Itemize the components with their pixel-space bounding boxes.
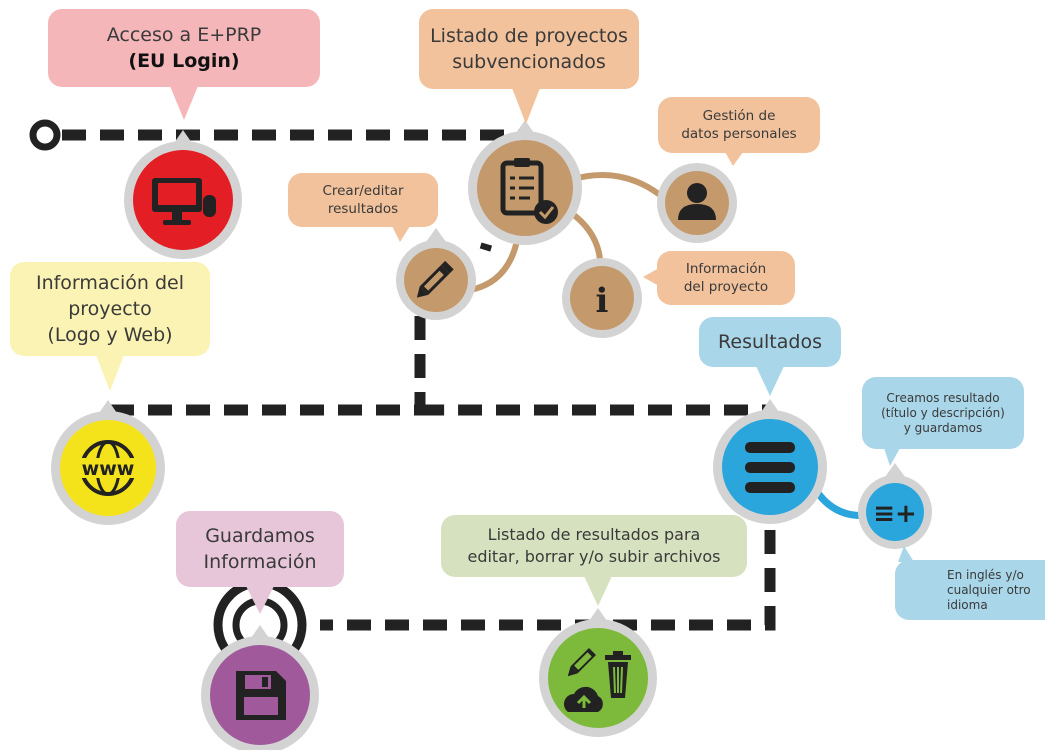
callout-text: En inglés y/o bbox=[947, 567, 1024, 582]
callout-text: Información bbox=[203, 551, 317, 573]
callout-text: Guardamos bbox=[205, 525, 315, 547]
callout-text: (título y descripción) bbox=[881, 405, 1005, 420]
project-info-node[interactable]: i bbox=[562, 258, 642, 338]
pencil-icon bbox=[416, 260, 454, 298]
add-list-icon: ≡+ bbox=[873, 499, 917, 529]
callout-text: proyecto bbox=[68, 298, 152, 320]
callout-gestion: Gestión de datos personales bbox=[658, 97, 820, 153]
callout-text: Resultados bbox=[718, 331, 822, 353]
callout-text: subvencionados bbox=[452, 51, 606, 73]
callout-text: resultados bbox=[327, 201, 399, 217]
callout-tail bbox=[756, 366, 784, 396]
callout-text: Acceso a E+PRP bbox=[106, 24, 262, 46]
callout-text: (EU Login) bbox=[128, 50, 240, 72]
callout-text: Listado de proyectos bbox=[430, 25, 628, 47]
callout-tail bbox=[170, 86, 198, 120]
callout-info-proyecto-small: Información del proyecto bbox=[657, 251, 795, 305]
computer-node[interactable] bbox=[124, 130, 242, 259]
callout-creamos: Creamos resultado (título y descripción)… bbox=[862, 377, 1024, 449]
callout-text: Gestión de bbox=[702, 108, 776, 124]
callout-tail bbox=[96, 355, 124, 391]
save-node[interactable] bbox=[201, 625, 319, 750]
callout-idiomas: En inglés y/o cualquier otro idioma bbox=[895, 560, 1045, 620]
callout-text: y guardamos bbox=[903, 420, 983, 435]
manage-results-node[interactable] bbox=[539, 608, 657, 737]
cloud-upload-icon bbox=[563, 686, 603, 712]
callout-tail bbox=[512, 88, 540, 124]
start-point-icon bbox=[29, 119, 61, 151]
menu-lines-icon bbox=[745, 442, 795, 493]
callout-crear-editar: Crear/editar resultados bbox=[288, 173, 438, 227]
callout-text: Información del bbox=[35, 272, 185, 294]
callout-text: datos personales bbox=[681, 126, 797, 142]
info-icon: i bbox=[596, 281, 609, 321]
trash-icon bbox=[605, 651, 631, 698]
desktop-computer-icon bbox=[152, 178, 216, 225]
clipboard-check-icon bbox=[500, 158, 558, 224]
callout-listado-proyectos: Listado de proyectos subvencionados bbox=[419, 9, 639, 89]
callout-resultados: Resultados bbox=[699, 317, 841, 367]
project-list-node[interactable] bbox=[468, 120, 582, 245]
callout-text: idioma bbox=[947, 597, 988, 612]
svg-text:www: www bbox=[82, 458, 135, 480]
callout-tail bbox=[643, 268, 659, 286]
pencil-icon bbox=[567, 647, 597, 677]
callout-listado-resultados: Listado de resultados para editar, borra… bbox=[441, 515, 747, 577]
personal-data-node[interactable] bbox=[657, 163, 737, 243]
callout-tail bbox=[246, 586, 274, 614]
callout-info-proyecto: Información del proyecto (Logo y Web) bbox=[10, 262, 210, 356]
callout-text: Información bbox=[685, 261, 767, 277]
floppy-disk-icon bbox=[236, 671, 286, 720]
callout-acceso: Acceso a E+PRP (EU Login) bbox=[48, 9, 320, 87]
callout-text: cualquier otro bbox=[947, 582, 1031, 597]
callout-text: Creamos resultado bbox=[886, 390, 1000, 405]
create-result-node[interactable]: ≡+ bbox=[858, 463, 932, 549]
globe-www-icon: www bbox=[78, 440, 138, 496]
callout-text: editar, borrar y/o subir archivos bbox=[467, 547, 721, 566]
callout-tail bbox=[898, 546, 914, 562]
callout-tail bbox=[392, 226, 410, 242]
callout-tail bbox=[725, 152, 743, 166]
callout-guardamos: Guardamos Información bbox=[176, 511, 344, 587]
user-icon bbox=[678, 183, 716, 220]
results-node[interactable] bbox=[713, 399, 827, 524]
callout-text: del proyecto bbox=[683, 279, 769, 295]
web-node[interactable]: www bbox=[51, 400, 165, 525]
callout-tail bbox=[884, 448, 900, 466]
callout-tail bbox=[584, 576, 612, 606]
edit-results-node[interactable] bbox=[396, 228, 476, 320]
callout-text: (Logo y Web) bbox=[47, 324, 173, 346]
callout-text: Crear/editar bbox=[322, 183, 404, 199]
callout-text: Listado de resultados para bbox=[487, 525, 701, 544]
